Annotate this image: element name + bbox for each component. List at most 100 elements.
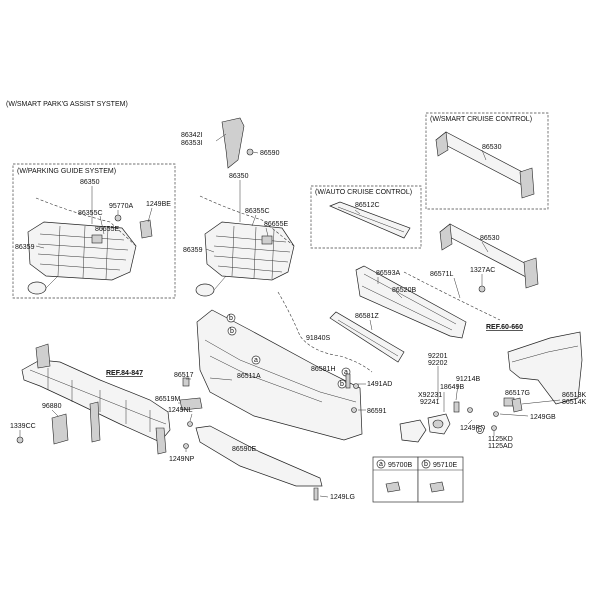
bumper-cover-86511a — [196, 309, 363, 441]
parking-guide-box — [12, 163, 176, 299]
ref-60-660[interactable]: REF.60-660 — [486, 324, 523, 331]
bracket-86517-icon — [182, 377, 190, 387]
label-86655e-left: 86655E — [95, 226, 119, 233]
marker-a-text-2: a — [344, 369, 348, 376]
beam-86530-top — [435, 131, 535, 199]
label-91840s: 91840S — [306, 335, 330, 342]
bracket-86513k-icon — [511, 397, 523, 413]
label-x92231: X92231 — [418, 392, 442, 399]
bracket-1249be-icon — [139, 219, 153, 239]
clip-86591-icon — [351, 407, 357, 413]
label-96880: 96880 — [42, 403, 62, 410]
label-92241: 92241 — [420, 399, 440, 406]
wiring-91840s — [277, 291, 373, 373]
label-1125ad: 1125AD — [488, 443, 513, 450]
fender — [507, 331, 583, 405]
label-86591: 86591 — [367, 408, 387, 415]
beam-86530-bottom — [439, 223, 539, 289]
label-91214b: 91214B — [456, 376, 480, 383]
label-86517-left: 86517 — [174, 372, 194, 379]
legend-marker-a-text: a — [379, 461, 383, 468]
screw-1249lg-icon — [313, 487, 319, 501]
emblem-mid-icon — [195, 283, 215, 297]
marker-b-bumper — [227, 326, 237, 336]
legend-marker-a — [376, 459, 386, 469]
clip-1327ac-icon — [478, 285, 486, 293]
fog-lamp-cover-icon — [399, 419, 427, 443]
smart-cruise-box-title: (W/SMART CRUISE CONTROL) — [430, 116, 532, 123]
legend-marker-b — [421, 459, 431, 469]
parking-guide-box-title: (W/PARKING GUIDE SYSTEM) — [17, 168, 116, 175]
sensor-95710e-icon — [429, 481, 445, 493]
label-86513k: 86513K — [562, 392, 586, 399]
label-1249be: 1249BE — [146, 201, 171, 208]
label-86350-mid: 86350 — [229, 173, 249, 180]
lower-grille-86581z-icon — [329, 311, 405, 363]
label-86655e-mid: 86655E — [264, 221, 288, 228]
diagram-title: (W/SMART PARK'G ASSIST SYSTEM) — [6, 101, 128, 108]
label-86342i: 86342I — [181, 132, 202, 139]
screw-1249nl-icon — [187, 421, 193, 427]
marker-a-bumper — [251, 355, 261, 365]
label-86590e: 86590E — [232, 446, 256, 453]
label-86353i: 86353I — [181, 140, 202, 147]
label-92201: 92201 — [428, 353, 448, 360]
strip-86571l — [403, 271, 501, 321]
label-1249lg: 1249LG — [330, 494, 355, 501]
sensor-86655e-mid-icon — [261, 235, 273, 245]
label-86511a: 86511A — [237, 373, 261, 380]
label-86590: 86590 — [260, 150, 280, 157]
smart-cruise-box — [425, 112, 549, 210]
marker-b-text-1: b — [229, 315, 233, 322]
auto-cruise-box-title: (W/AUTO CRUISE CONTROL) — [315, 189, 412, 196]
screw-1249bd-icon — [467, 407, 473, 413]
marker-b-text-2: b — [230, 328, 234, 335]
label-86519m: 86519M — [155, 396, 180, 403]
label-1249gb: 1249GB — [530, 414, 556, 421]
legend-code-b: 95710E — [433, 462, 457, 469]
marker-a-text-1: a — [254, 357, 258, 364]
molding-86342i-icon — [221, 117, 245, 169]
label-1339cc: 1339CC — [10, 423, 36, 430]
bolt-1339cc-icon — [16, 436, 24, 444]
label-92202: 92202 — [428, 360, 448, 367]
sensor-96880-icon — [51, 413, 69, 445]
marker-b-text-4: b — [478, 427, 482, 434]
label-86359-mid: 86359 — [183, 247, 203, 254]
ref-84-847[interactable]: REF.84-847 — [106, 370, 143, 377]
legend-marker-b-text: b — [424, 461, 428, 468]
marker-b-lamp — [476, 426, 484, 434]
label-86359-left: 86359 — [15, 244, 35, 251]
screw-1125kd-icon — [491, 425, 497, 431]
label-86350-left: 86350 — [80, 179, 100, 186]
label-86581z: 86581Z — [355, 313, 379, 320]
label-1249np: 1249NP — [169, 456, 195, 463]
label-86520b: 86520B — [392, 287, 416, 294]
label-1491ad: 1491AD — [367, 381, 392, 388]
bracket-86581h-icon — [345, 373, 351, 389]
legend-code-a: 95700B — [388, 462, 412, 469]
emblem-left-icon — [27, 281, 47, 295]
label-86530-bottom: 86530 — [480, 235, 500, 242]
label-1327ac: 1327AC — [470, 267, 495, 274]
auto-cruise-box — [310, 185, 422, 249]
label-86530-top: 86530 — [482, 144, 502, 151]
label-86514k: 86514K — [562, 399, 586, 406]
cover-86512c-icon — [329, 201, 411, 239]
label-86593a: 86593A — [376, 270, 400, 277]
absorber-86520b — [355, 265, 467, 339]
screw-1249gb-icon — [493, 411, 499, 417]
bracket-86519m-icon — [179, 397, 203, 411]
clip-1491ad-icon — [353, 383, 359, 389]
lip-86590e-icon — [195, 425, 323, 487]
label-95770a: 95770A — [109, 203, 133, 210]
label-86355c-mid: 86355C — [245, 208, 270, 215]
label-1249nl: 1249NL — [168, 407, 193, 414]
label-18649b: 18649B — [440, 384, 464, 391]
clip-95770a-icon — [114, 214, 122, 222]
marker-b-bumper-top — [226, 313, 236, 323]
grille-left — [27, 197, 137, 281]
label-1249bd: 1249BD — [460, 425, 485, 432]
label-1125kd: 1125KD — [488, 436, 513, 443]
